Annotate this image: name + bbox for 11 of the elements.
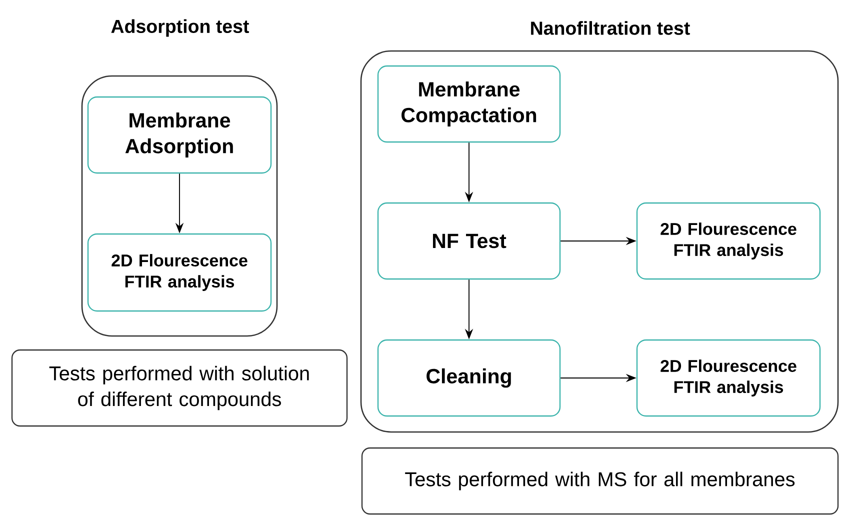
process-box: Membrane Compactation [377, 65, 561, 143]
result-box: 2D Flourescence FTIR analysis [636, 202, 821, 280]
section-heading: Adsorption test [111, 19, 249, 37]
process-box: Cleaning [377, 339, 561, 417]
note-box: Tests performed with MS for all membranes [361, 447, 839, 515]
process-box: Membrane Adsorption [87, 96, 272, 174]
result-box: 2D Flourescence FTIR analysis [636, 339, 821, 417]
section-heading: Nanofiltration test [531, 21, 690, 35]
result-box: 2D Flourescence FTIR analysis [87, 233, 272, 312]
note-box: Tests performed with solution of different compounds [11, 349, 348, 427]
process-box: NF Test [377, 202, 561, 280]
